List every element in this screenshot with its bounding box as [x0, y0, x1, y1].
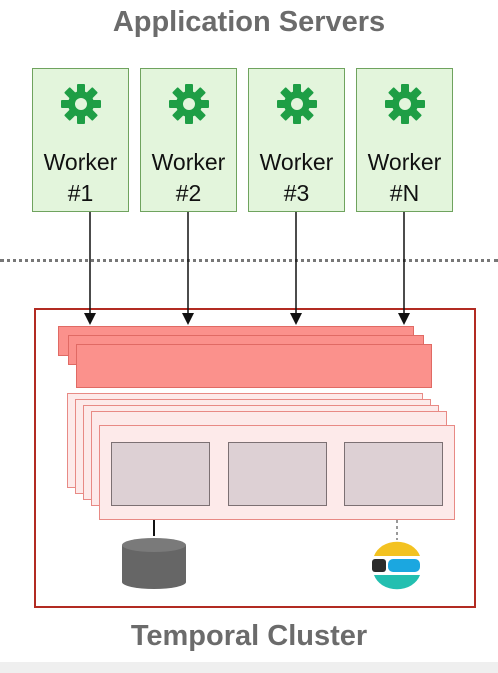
worker-box-1: Worker #1: [32, 68, 129, 212]
worker-label: Worker #N: [357, 147, 452, 209]
worker-number: #3: [283, 180, 310, 206]
worker-box-n: Worker #N: [356, 68, 453, 212]
worker-number: #N: [389, 180, 420, 206]
worker-name: Worker: [43, 149, 118, 175]
history-store-box: [111, 442, 210, 506]
elasticsearch-icon: [372, 541, 420, 590]
worker-label: Worker #2: [141, 147, 236, 209]
worker-name: Worker: [367, 149, 442, 175]
database-icon: [122, 538, 186, 589]
task-queue-front: [76, 344, 432, 388]
temporal-cluster-title: Temporal Cluster: [130, 620, 368, 652]
worker-name: Worker: [151, 149, 226, 175]
worker-label: Worker #3: [249, 147, 344, 209]
temporal-cluster-boundary: [34, 308, 476, 608]
worker-number: #2: [175, 180, 202, 206]
matching-store-box: [228, 442, 327, 506]
worker-box-2: Worker #2: [140, 68, 237, 212]
worker-number: #1: [67, 180, 94, 206]
worker-label: Worker #1: [33, 147, 128, 209]
network-boundary-divider: [0, 259, 498, 262]
application-servers-title: Application Servers: [112, 6, 386, 38]
visibility-store-box: [344, 442, 443, 506]
bottom-strip: [0, 662, 498, 673]
worker-name: Worker: [259, 149, 334, 175]
worker-box-3: Worker #3: [248, 68, 345, 212]
